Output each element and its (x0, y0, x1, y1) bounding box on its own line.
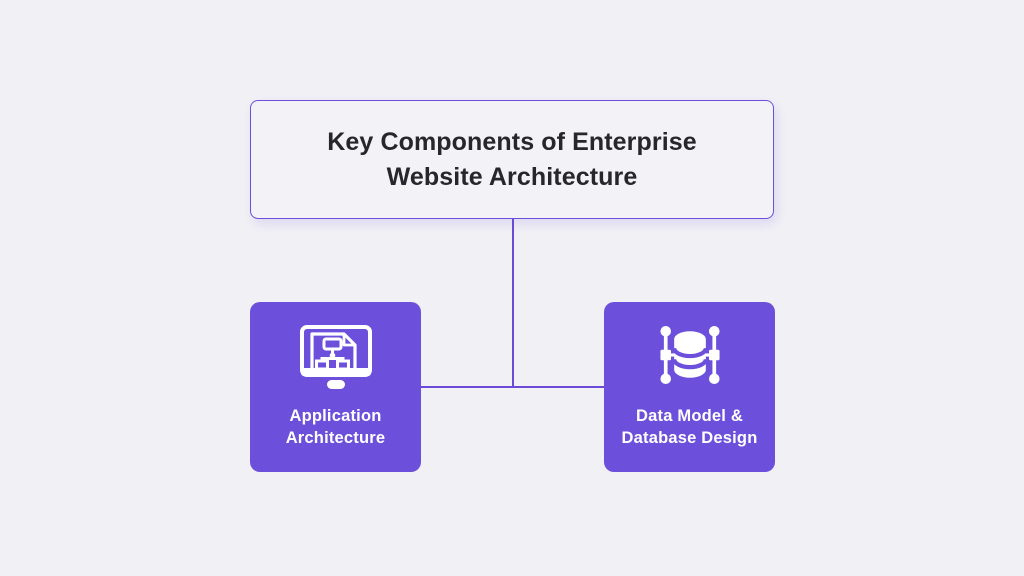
connector-vertical-line (512, 219, 514, 387)
title-line-1: Key Components of Enterprise (327, 127, 697, 156)
card-data-model-database-design: Data Model & Database Design (604, 302, 775, 472)
title-line-2: Website Architecture (386, 162, 638, 191)
card-label-line-1: Application (289, 407, 382, 425)
database-design-icon (651, 317, 729, 393)
monitor-flowchart-icon (297, 317, 375, 393)
card-application-architecture: Application Architecture (250, 302, 421, 472)
card-label: Application Architecture (286, 405, 386, 449)
title-box: Key Components of Enterprise Website Arc… (250, 100, 774, 219)
card-label-line-1: Data Model & (636, 407, 743, 425)
card-label-line-2: Database Design (621, 429, 758, 447)
card-label-line-2: Architecture (285, 429, 386, 447)
connector-horizontal-line (421, 386, 605, 388)
card-label: Data Model & Database Design (622, 405, 758, 449)
